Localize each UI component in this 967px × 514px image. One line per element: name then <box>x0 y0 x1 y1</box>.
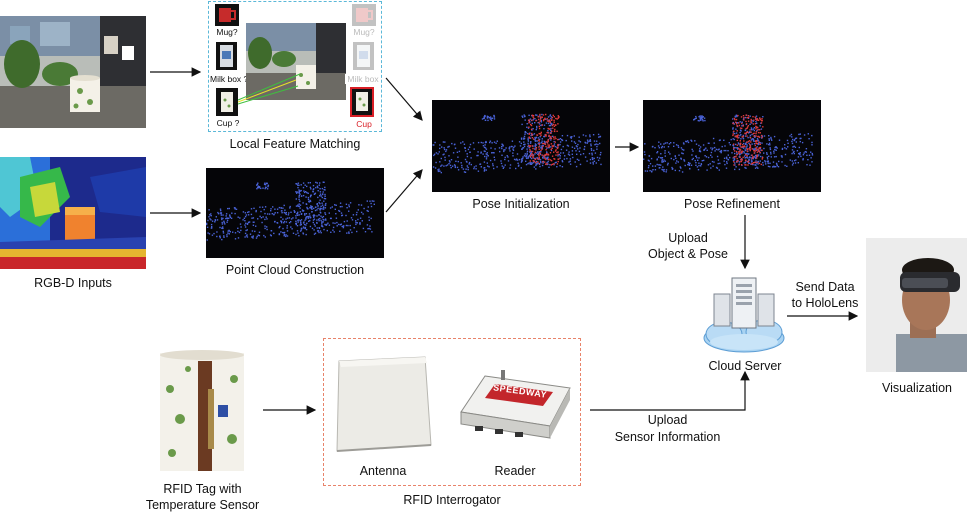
result-cup-thumb <box>350 87 374 117</box>
rfid-tag-cup-photo <box>158 349 248 473</box>
candidate-cup-label: Cup ? <box>213 118 243 128</box>
upload-object-pose-line2: Object & Pose <box>648 247 728 261</box>
arrow-interrogator-to-cloud <box>590 370 750 411</box>
matching-scene-image <box>246 23 346 100</box>
upload-sensor-line1: Upload <box>647 413 688 427</box>
antenna-image <box>333 355 433 453</box>
rgbd-inputs-label: RGB-D Inputs <box>34 276 112 290</box>
matching-lines <box>237 73 301 105</box>
arrow-pointcloud-to-poseinit <box>385 169 423 213</box>
pose-initialization-image <box>432 100 610 192</box>
pose-refinement-label: Pose Refinement <box>684 197 780 211</box>
candidate-mug-label: Mug? <box>212 27 242 37</box>
pose-initialization-label: Pose Initialization <box>472 197 570 211</box>
result-mug-thumb <box>352 4 376 26</box>
rgb-input-image <box>0 16 146 128</box>
upload-object-pose-line1: Upload <box>668 231 708 245</box>
send-data-line1: Send Data <box>795 280 855 294</box>
feature-matching-box <box>208 1 382 132</box>
cloud-server-label: Cloud Server <box>708 359 782 373</box>
result-milkbox-label: Milk box <box>345 74 381 84</box>
upload-sensor-line2: Sensor Information <box>614 430 721 444</box>
result-mug-label: Mug? <box>349 27 379 37</box>
depth-input-image <box>0 157 146 269</box>
visualization-label: Visualization <box>882 381 952 395</box>
antenna-label: Antenna <box>359 464 407 478</box>
candidate-milkbox-label: Milk box ? <box>209 74 249 84</box>
hololens-user-photo <box>866 238 967 372</box>
reader-label: Reader <box>494 464 536 478</box>
send-data-line2: to HoloLens <box>791 296 859 310</box>
arrow-matching-to-poseinit <box>385 77 423 121</box>
reader-image: SPEEDWAY <box>455 366 575 446</box>
rfid-tag-label-line1: RFID Tag with <box>163 482 242 496</box>
point-cloud-construction-label: Point Cloud Construction <box>225 263 365 277</box>
pose-refinement-image <box>643 100 821 192</box>
candidate-cup-thumb <box>216 88 238 116</box>
rfid-interrogator-label: RFID Interrogator <box>403 493 501 507</box>
rfid-tag-label-line2: Temperature Sensor <box>145 498 260 512</box>
result-milkbox-thumb <box>353 42 374 70</box>
rfid-interrogator-box <box>323 338 581 486</box>
cloud-server-icon <box>700 272 788 358</box>
candidate-milkbox-thumb <box>216 42 237 70</box>
candidate-mug-thumb <box>215 4 239 26</box>
point-cloud-image <box>206 168 384 258</box>
local-feature-matching-label: Local Feature Matching <box>229 137 361 151</box>
result-cup-label: Cup <box>349 119 379 129</box>
